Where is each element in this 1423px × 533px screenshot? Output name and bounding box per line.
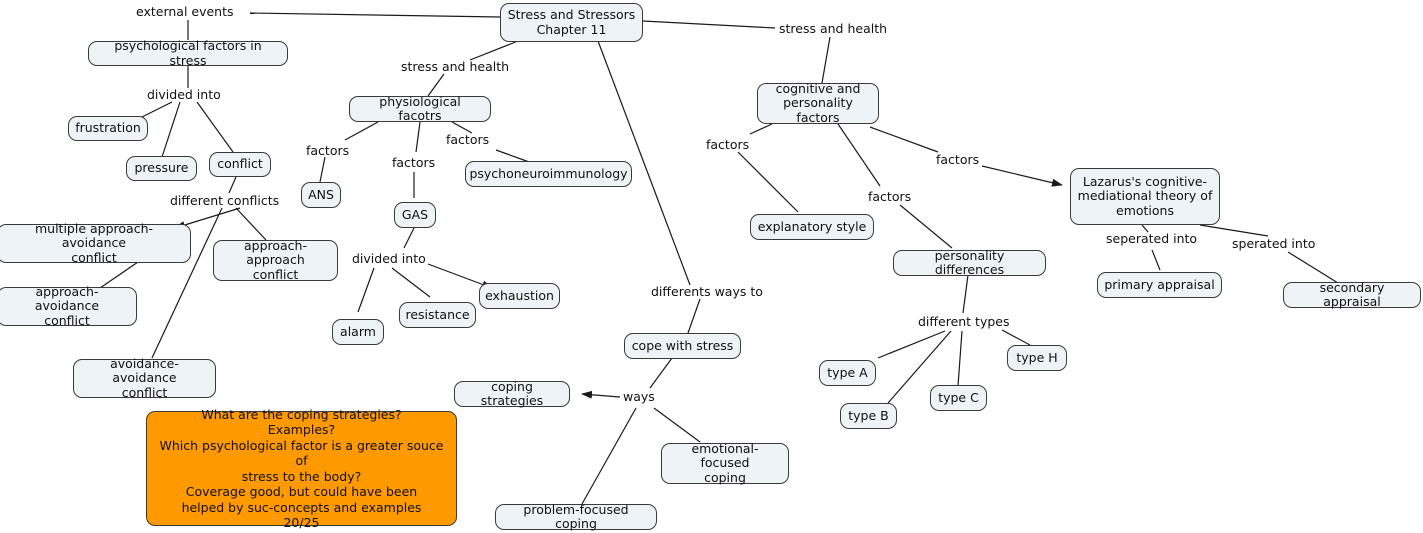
edge-personality-different-types xyxy=(962,274,969,314)
edge-root-stress-health-left xyxy=(469,40,519,61)
node-explanatory-style[interactable]: explanatory style xyxy=(750,214,874,240)
edge-multiple-approach-avoidance xyxy=(99,261,139,289)
edge-factors-explanatory xyxy=(737,151,799,213)
node-personality-differences[interactable]: personality differences xyxy=(893,248,1046,277)
link-label-ways: ways xyxy=(623,389,655,404)
node-ans[interactable]: ANS xyxy=(301,182,341,208)
edge-divided-resistance xyxy=(391,267,431,298)
edge-stress-health-physio xyxy=(427,73,445,97)
node-type-c[interactable]: type C xyxy=(930,385,987,411)
node-psychological-factors-in-stress[interactable]: psychological factors in stress xyxy=(88,38,288,67)
edge-ways-cope xyxy=(687,298,701,334)
node-primary-appraisal[interactable]: primary appraisal xyxy=(1097,272,1222,298)
link-label-factors-explanatory: factors xyxy=(706,137,750,152)
link-label-differents-ways-to: differents ways to xyxy=(651,284,763,299)
edge-stress-health-cognitive xyxy=(821,36,831,84)
link-label-stress-and-health-right: stress and health xyxy=(779,21,888,36)
edge-cognitive-factors-personality xyxy=(837,123,881,187)
node-multiple-approach-avoidance-conflict[interactable]: multiple approach-avoidance conflict xyxy=(0,221,191,265)
node-cognitive-and-personality-factors[interactable]: cognitive and personality factors xyxy=(757,81,879,125)
node-alarm[interactable]: alarm xyxy=(332,319,384,345)
edge-types-typeb xyxy=(887,330,952,404)
node-type-b[interactable]: type B xyxy=(840,403,897,429)
edge-physio-factors-pni xyxy=(451,121,473,134)
node-root-stress-and-stressors[interactable]: Stress and Stressors Chapter 11 xyxy=(500,3,643,42)
edge-factors-ans xyxy=(319,156,326,183)
edge-factors-lazarus xyxy=(981,165,1063,187)
link-label-external-events: external events xyxy=(136,4,234,19)
edge-factors-personality xyxy=(899,204,953,249)
edge-divided-alarm xyxy=(357,267,375,313)
link-label-different-conflicts: different conflicts xyxy=(170,193,280,208)
node-physiological-facotrs[interactable]: physiological facotrs xyxy=(349,94,491,123)
link-label-factors-personality: factors xyxy=(868,189,912,204)
edge-cognitive-factors-explanatory xyxy=(749,123,773,135)
edge-types-typec xyxy=(957,330,963,387)
node-gas[interactable]: GAS xyxy=(394,202,436,228)
edge-physio-factors-gas xyxy=(415,121,421,153)
node-approach-approach-conflict[interactable]: approach-approach conflict xyxy=(213,238,338,282)
node-secondary-appraisal[interactable]: secondary appraisal xyxy=(1283,280,1421,309)
node-emotional-focused-coping[interactable]: emotional-focused coping xyxy=(661,441,789,485)
link-label-factors-lazarus: factors xyxy=(936,152,980,167)
edge-divided-conflict xyxy=(196,101,234,153)
note-feedback[interactable]: What are the coping strategies? Examples… xyxy=(146,407,457,530)
edge-lazarus-sperated xyxy=(1199,224,1269,237)
node-avoidance-avoidance-conflict[interactable]: avoidance-avoidance conflict xyxy=(73,356,216,400)
edge-factors-pni xyxy=(495,149,533,164)
node-coping-strategies[interactable]: coping strategies xyxy=(454,379,570,408)
node-frustration[interactable]: frustration xyxy=(68,116,148,141)
node-lazarus-cognitive-mediational-theory[interactable]: Lazarus's cognitive- mediational theory … xyxy=(1070,168,1220,225)
edge-cognitive-factors-lazarus xyxy=(869,126,939,153)
node-resistance[interactable]: resistance xyxy=(399,302,476,328)
link-label-divided-into-psych: divided into xyxy=(147,87,221,102)
edge-seperated-primary xyxy=(1151,249,1161,271)
edge-ways-coping-strategies xyxy=(581,390,621,399)
edge-lazarus-seperated xyxy=(1141,224,1149,233)
link-label-factors-pni: factors xyxy=(446,132,490,147)
node-problem-focused-coping[interactable]: problem-focused coping xyxy=(495,502,657,531)
edge-root-ways xyxy=(597,40,691,286)
link-label-seperated-into: seperated into xyxy=(1106,231,1198,246)
edge-root-stress-health-right xyxy=(642,20,776,29)
edge-physio-factors-ans xyxy=(344,121,379,141)
edge-divided-exhaustion xyxy=(427,263,493,289)
node-conflict[interactable]: conflict xyxy=(209,152,271,177)
link-label-different-types: different types xyxy=(918,314,1010,329)
edge-ways-emotional xyxy=(653,407,701,443)
link-label-factors-gas: factors xyxy=(392,155,436,170)
node-pressure[interactable]: pressure xyxy=(126,156,197,181)
node-type-h[interactable]: type H xyxy=(1007,345,1067,371)
link-label-stress-and-health-left: stress and health xyxy=(401,59,510,74)
node-psychoneuroimmunology[interactable]: psychoneuroimmunology xyxy=(465,161,632,187)
node-type-a[interactable]: type A xyxy=(819,360,876,386)
edge-different-avoidance xyxy=(151,207,223,359)
node-approach-avoidance-conflict[interactable]: approach-avoidance conflict xyxy=(0,284,137,328)
edge-sperated-secondary xyxy=(1287,251,1339,284)
edge-different-approach-approach xyxy=(235,207,267,241)
edge-ways-problem xyxy=(581,407,637,505)
edge-divided-pressure xyxy=(161,101,181,158)
edge-divided-frustration xyxy=(139,101,173,119)
edge-types-typeh xyxy=(1001,329,1031,346)
edge-cope-ways xyxy=(649,357,673,389)
edge-types-typea xyxy=(877,330,946,359)
edge-root-external-events xyxy=(249,12,501,18)
node-cope-with-stress[interactable]: cope with stress xyxy=(624,333,741,359)
link-label-sperated-into: sperated into xyxy=(1232,236,1316,251)
link-label-factors-ans: factors xyxy=(306,143,350,158)
edge-conflict-different xyxy=(228,176,237,194)
edge-gas-divided xyxy=(403,227,415,249)
link-label-divided-into-gas: divided into xyxy=(352,251,426,266)
node-exhaustion[interactable]: exhaustion xyxy=(479,283,560,309)
